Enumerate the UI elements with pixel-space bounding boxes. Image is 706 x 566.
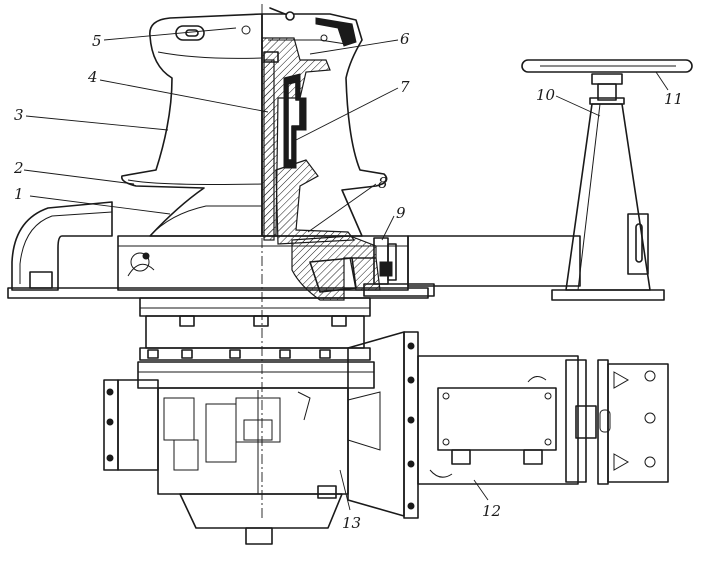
gear-housing-section bbox=[291, 235, 435, 301]
callout-7: 7 bbox=[400, 78, 410, 96]
callout-8: 8 bbox=[378, 174, 388, 192]
callout-4: 4 bbox=[87, 68, 98, 86]
callout-10: 10 bbox=[536, 86, 556, 104]
leader-lines bbox=[23, 27, 669, 511]
callout-11: 11 bbox=[664, 90, 683, 108]
electric-motor bbox=[417, 355, 669, 485]
callout-5: 5 bbox=[92, 32, 102, 50]
callout-6: 6 bbox=[400, 30, 410, 48]
callout-12: 12 bbox=[482, 502, 501, 520]
callout-labels: 1 2 3 4 5 6 7 8 9 10 11 12 13 bbox=[13, 30, 683, 532]
callout-9: 9 bbox=[396, 204, 406, 222]
centre-shaft bbox=[261, 4, 295, 520]
callout-2: 2 bbox=[13, 159, 24, 177]
callout-3: 3 bbox=[14, 106, 24, 124]
hand-wheel-pedestal bbox=[407, 59, 693, 301]
drum-section-right bbox=[261, 13, 388, 245]
capstan-drum bbox=[120, 13, 263, 237]
callout-13: 13 bbox=[342, 514, 361, 532]
callout-1: 1 bbox=[14, 185, 24, 203]
under-deck-flange bbox=[139, 297, 371, 361]
reduction-gearbox bbox=[103, 361, 375, 545]
